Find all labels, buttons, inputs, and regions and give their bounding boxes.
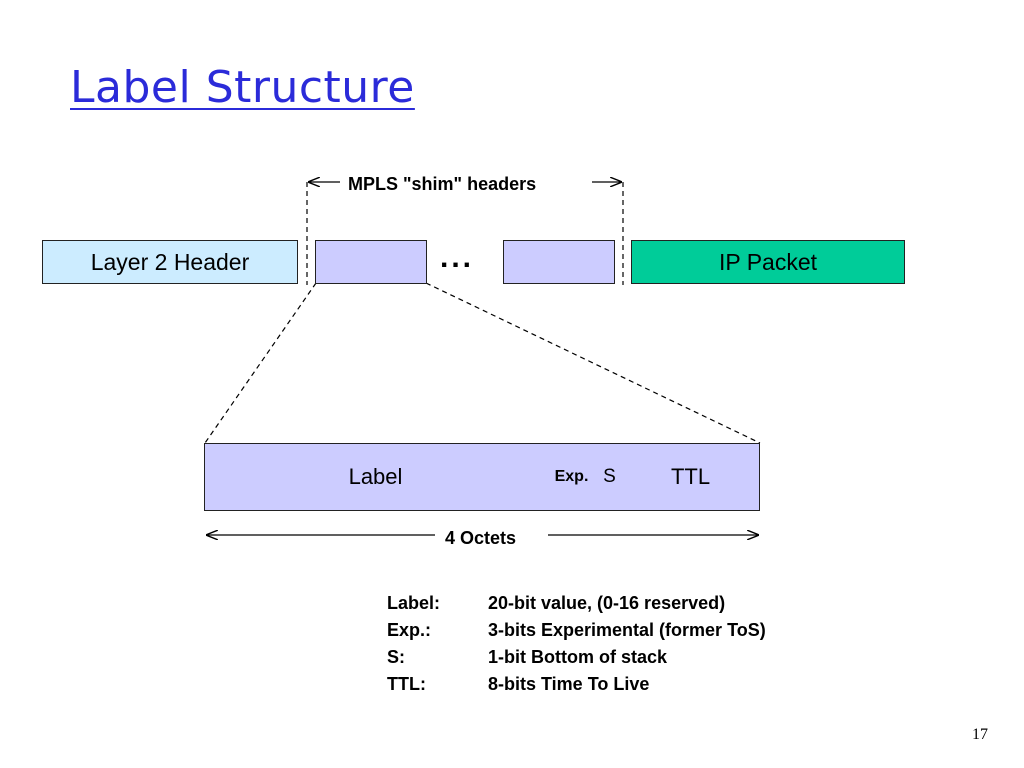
legend-desc: 3-bits Experimental (former ToS)	[488, 620, 766, 640]
page-number: 17	[972, 726, 988, 743]
legend-desc: 20-bit value, (0-16 reserved)	[488, 593, 726, 613]
layer2-header-label: Layer 2 Header	[90, 248, 250, 275]
ip-packet-box: IP Packet	[631, 240, 905, 284]
shim-header-box-n	[503, 240, 615, 284]
field-exp: Exp.	[546, 443, 598, 511]
field-legend: Label: 20-bit value, (0-16 reserved) Exp…	[387, 590, 766, 698]
slide-title: Label Structure	[70, 62, 415, 113]
legend-row: Exp.: 3-bits Experimental (former ToS)	[387, 617, 766, 644]
ellipsis: ...	[440, 241, 475, 274]
legend-term: TTL:	[387, 674, 426, 694]
layer2-header-box: Layer 2 Header	[42, 240, 298, 284]
shim-header-box-1	[315, 240, 427, 284]
zoom-line-left	[204, 282, 317, 444]
field-label: Label	[204, 443, 547, 511]
legend-row: TTL: 8-bits Time To Live	[387, 671, 766, 698]
zoom-line-right	[425, 282, 761, 444]
field-ttl-text: TTL	[670, 464, 711, 489]
field-label-text: Label	[348, 464, 403, 489]
legend-term: S:	[387, 647, 405, 667]
shim-headers-caption: MPLS "shim" headers	[348, 174, 537, 194]
field-s-text: S	[603, 466, 616, 487]
field-s: S	[597, 443, 623, 511]
legend-term: Label:	[387, 593, 441, 613]
legend-desc: 8-bits Time To Live	[488, 674, 650, 694]
field-ttl: TTL	[622, 443, 760, 511]
legend-row: S: 1-bit Bottom of stack	[387, 644, 766, 671]
octets-caption: 4 Octets	[445, 528, 517, 548]
ip-packet-label: IP Packet	[718, 248, 818, 275]
legend-row: Label: 20-bit value, (0-16 reserved)	[387, 590, 766, 617]
field-exp-text: Exp.	[554, 468, 589, 485]
legend-desc: 1-bit Bottom of stack	[488, 647, 668, 667]
legend-term: Exp.:	[387, 620, 432, 640]
